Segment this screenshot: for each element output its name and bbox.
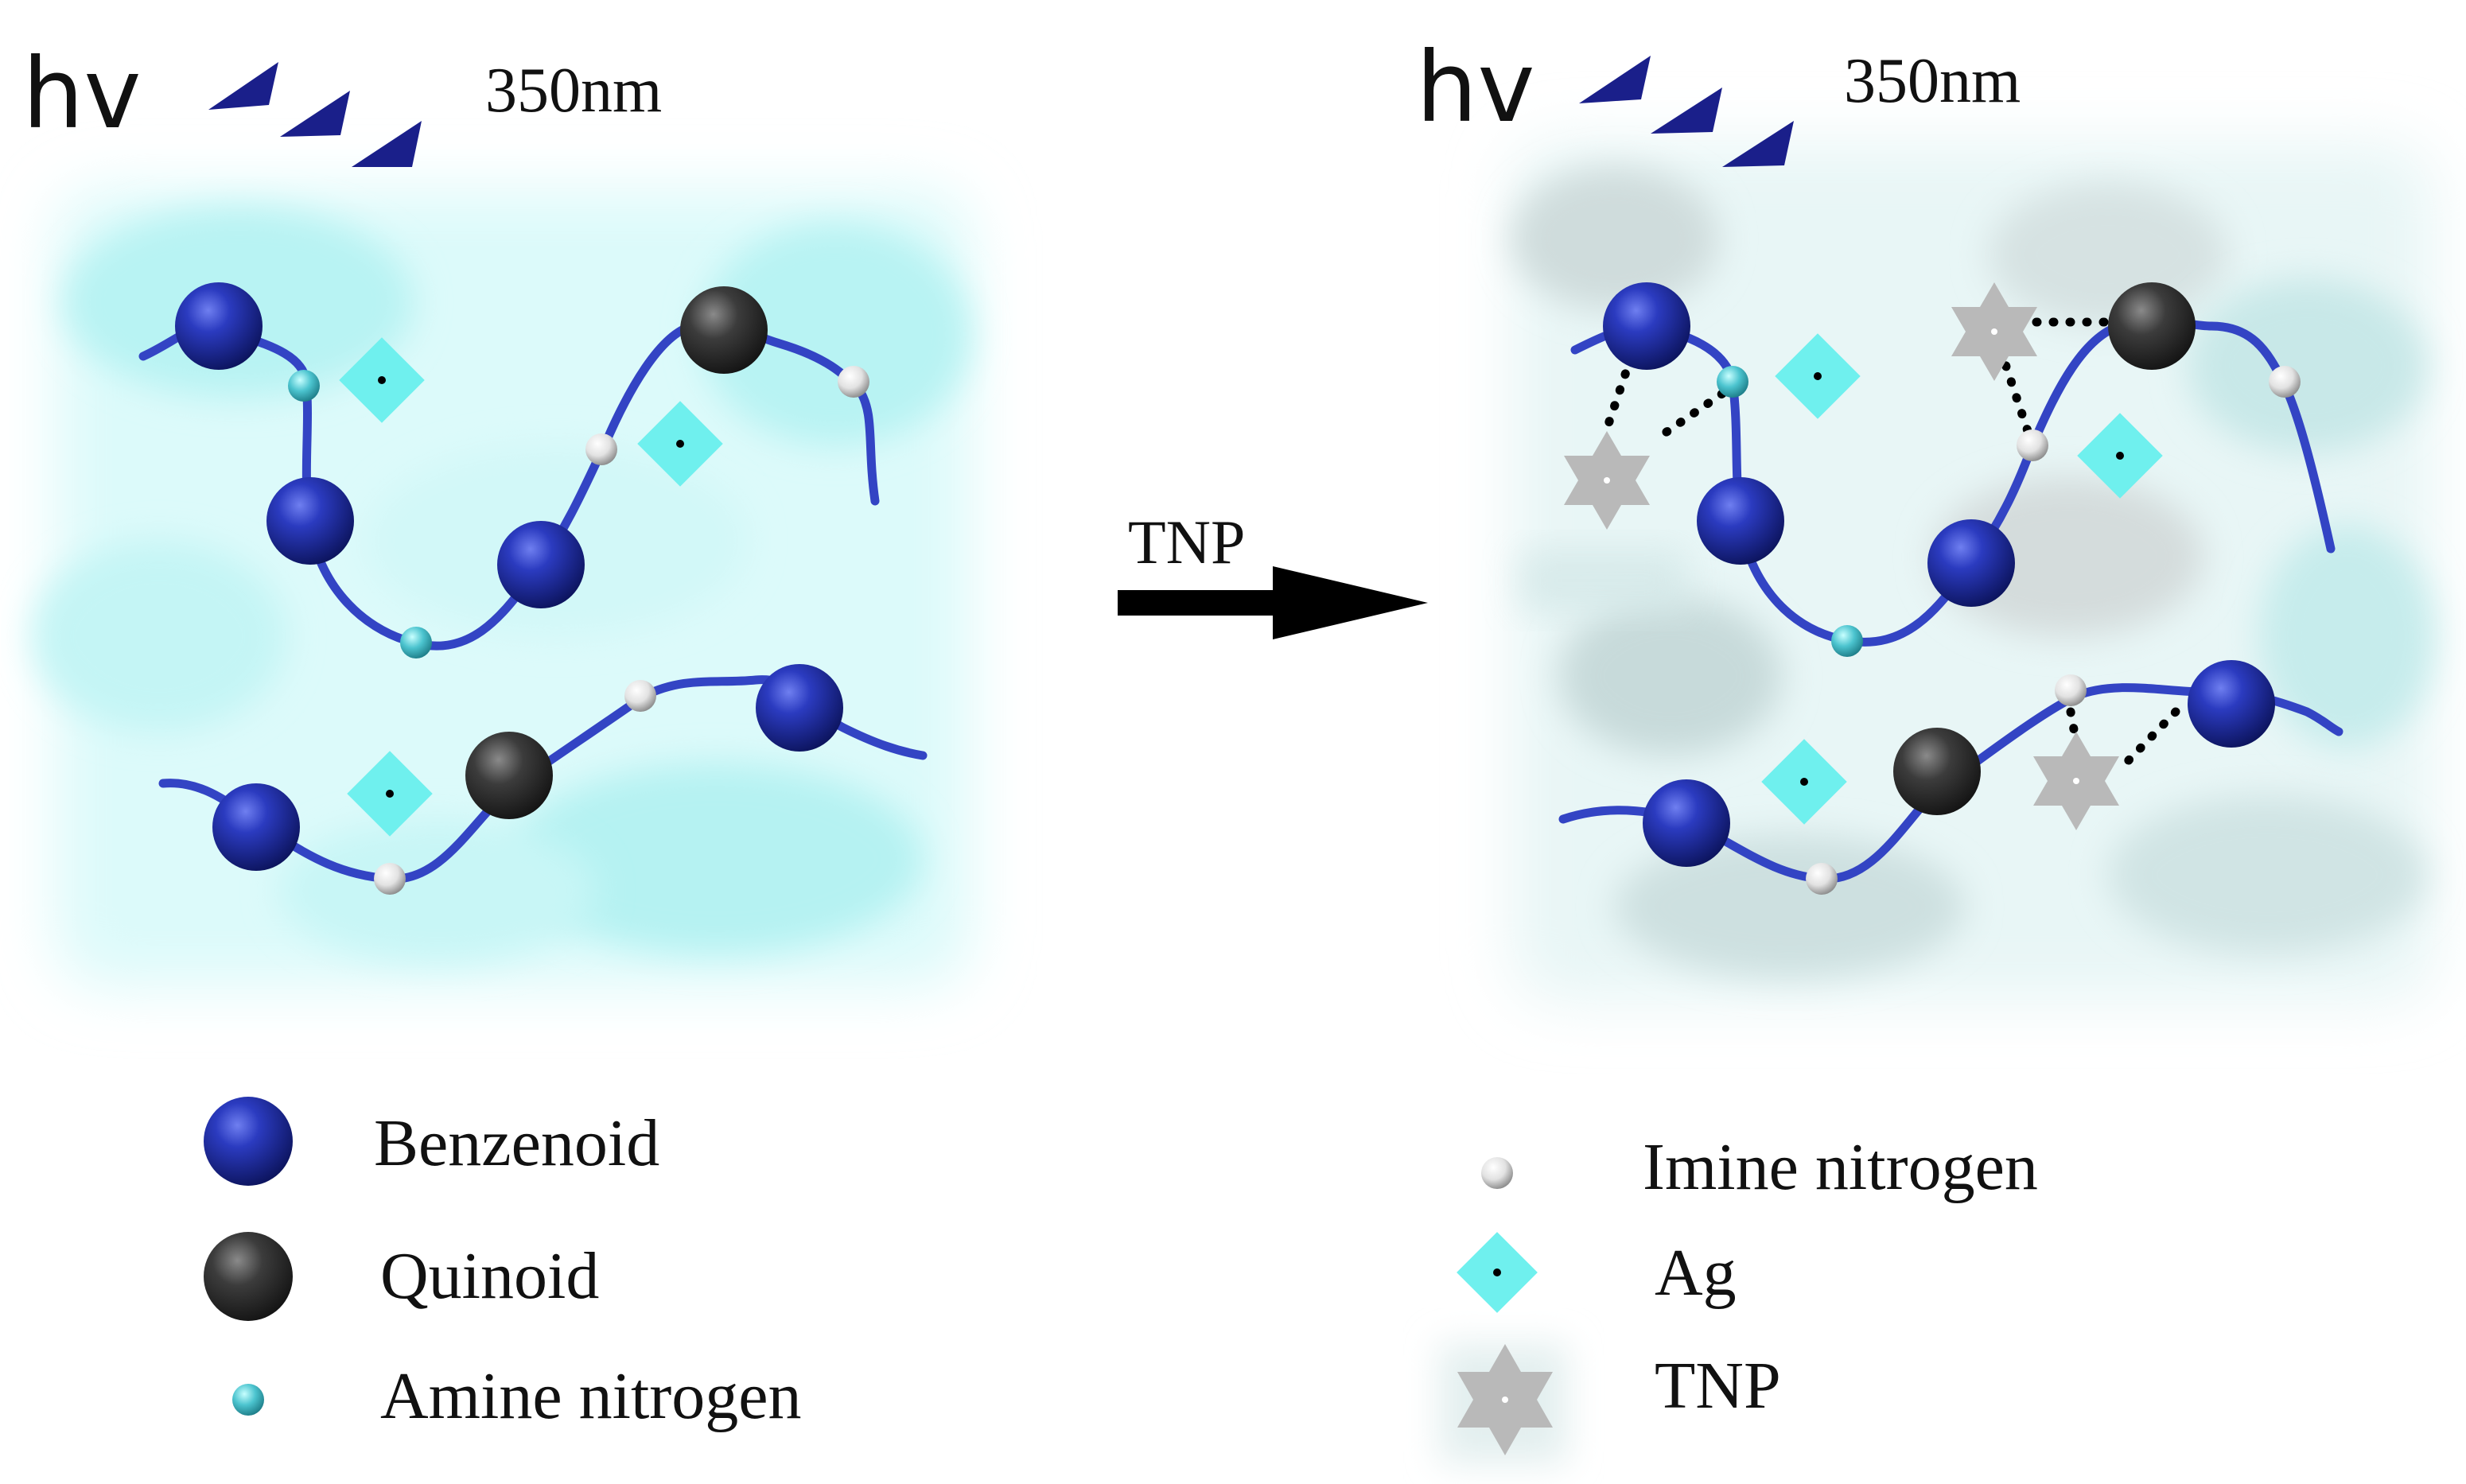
legend-amine-nitrogen-swatch: [232, 1384, 264, 1416]
imine-nitrogen: [838, 366, 869, 398]
light-arrowhead: [1651, 87, 1722, 134]
legend-amine-nitrogen-label: Amine nitrogen: [380, 1359, 802, 1433]
light-arrowhead: [208, 62, 278, 110]
quinoid-unit: [680, 286, 768, 374]
excitation-symbol-left: hv: [22, 37, 142, 150]
legend-imine-nitrogen-label: Imine nitrogen: [1643, 1130, 2038, 1204]
legend-quinoid-label: Quinoid: [380, 1239, 599, 1313]
light-arrowhead: [1722, 121, 1794, 167]
tnp-center-dot: [1502, 1397, 1508, 1403]
reaction-arrow: [1118, 566, 1428, 639]
legend-imine-nitrogen-swatch: [1481, 1157, 1513, 1189]
legend-quinoid-swatch: [204, 1232, 293, 1321]
excitation-symbol-right: hv: [1416, 31, 1535, 144]
wavelength-left: 350nm: [485, 56, 662, 126]
ag-nanoparticle: [339, 337, 425, 423]
light-arrowhead: [280, 91, 350, 137]
imine-nitrogen: [585, 433, 617, 465]
benzenoid-unit: [212, 783, 300, 871]
amine-nitrogen: [400, 627, 432, 658]
legend-benzenoid-swatch: [204, 1097, 293, 1186]
benzenoid-unit: [1927, 519, 2015, 607]
wavelength-right: 350nm: [1844, 46, 2021, 116]
quinoid-unit: [1893, 728, 1981, 815]
benzenoid-unit: [266, 477, 354, 565]
benzenoid-unit: [1603, 282, 1690, 370]
amine-nitrogen: [288, 370, 320, 402]
excitation-light-arrows-left: [208, 62, 422, 167]
legend-benzenoid-label: Benzenoid: [374, 1106, 659, 1180]
imine-nitrogen: [624, 680, 656, 712]
imine-nitrogen: [374, 863, 406, 895]
benzenoid-unit: [756, 664, 843, 752]
legend-tnp-label: TNP: [1655, 1349, 1781, 1423]
excitation-light-arrows-right: [1579, 56, 1794, 167]
reaction-arrow-label: TNP: [1128, 507, 1245, 577]
benzenoid-unit: [1697, 477, 1784, 565]
imine-nitrogen: [2269, 366, 2301, 398]
light-arrowhead: [1579, 56, 1651, 103]
benzenoid-unit: [175, 282, 263, 370]
benzenoid-unit: [2188, 660, 2275, 748]
imine-nitrogen: [2055, 674, 2087, 706]
amine-nitrogen: [1717, 366, 1748, 398]
benzenoid-unit: [497, 521, 585, 608]
quinoid-unit: [465, 732, 553, 819]
quinoid-unit: [2108, 282, 2196, 370]
left-fluorescence-background: [32, 191, 970, 986]
amine-nitrogen: [1831, 625, 1863, 657]
legend-ag-label: Ag: [1655, 1236, 1737, 1310]
tnp-center-dot: [1604, 477, 1610, 484]
ag-nanoparticle: [637, 401, 723, 487]
light-arrowhead: [352, 121, 422, 167]
tnp-center-dot: [2073, 778, 2079, 784]
legend-ag-swatch: [1457, 1232, 1538, 1313]
imine-nitrogen: [2017, 429, 2048, 461]
imine-nitrogen: [1806, 863, 1838, 895]
tnp-center-dot: [1991, 328, 1997, 335]
benzenoid-unit: [1643, 779, 1730, 867]
legend: Benzenoid Quinoid Amine nitrogen Imine n…: [204, 1097, 2038, 1463]
